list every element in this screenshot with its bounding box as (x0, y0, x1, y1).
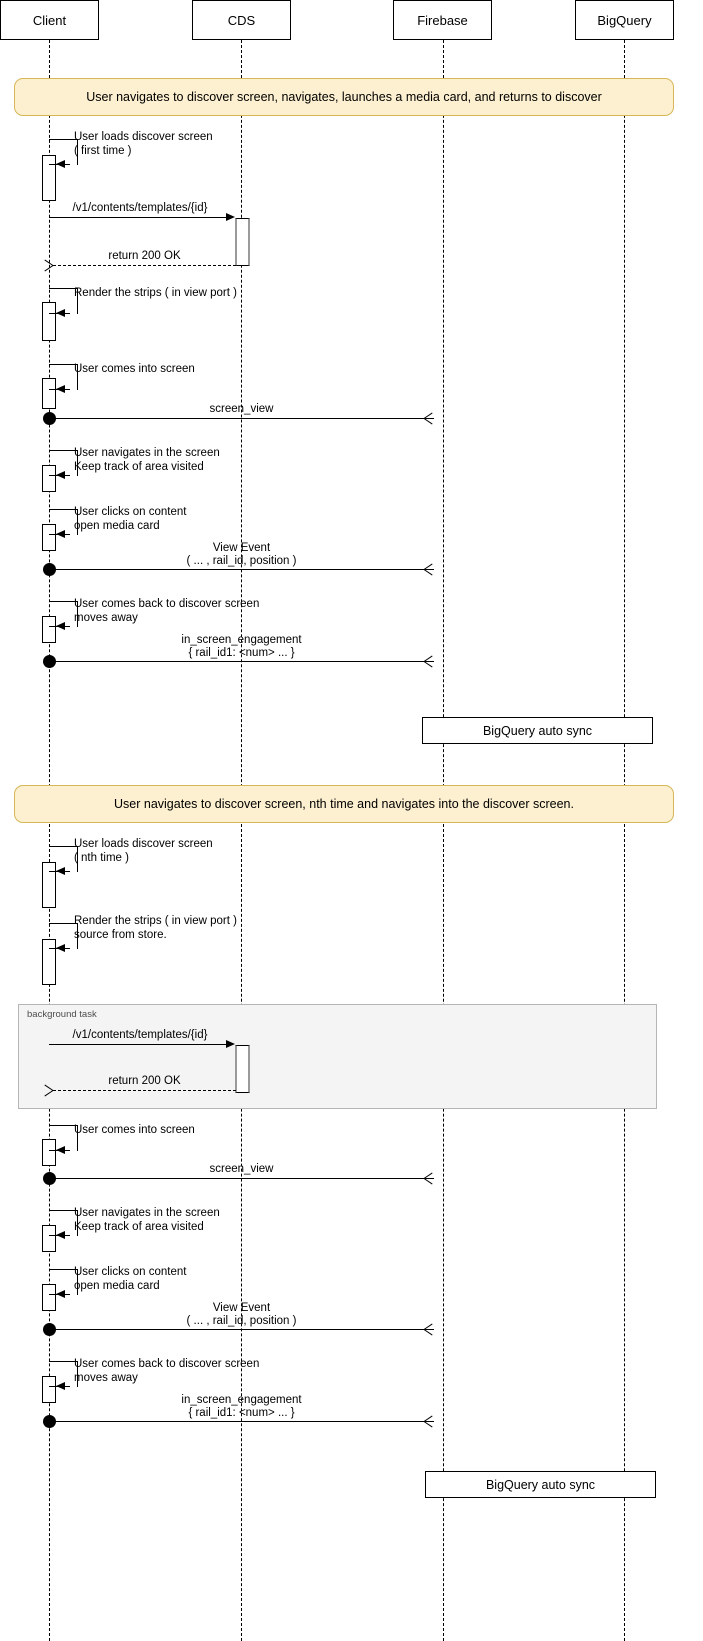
activation-client-11 (42, 1284, 56, 1311)
message-m6-label: screen_view (209, 403, 274, 415)
activation-client-3 (42, 378, 56, 409)
message-m21-label-line-1: in_screen_engagement (181, 1394, 302, 1406)
message-m2-arrowhead (226, 213, 235, 221)
participant-cds[interactable]: CDS (192, 0, 291, 40)
self-message-m7: User navigates in the screen Keep track … (49, 447, 220, 480)
self-message-m8-line-1: User clicks on content (74, 506, 187, 518)
self-message-m16: User comes into screen (49, 1124, 195, 1155)
participant-client[interactable]: Client (0, 0, 99, 40)
self-message-m8-line-2: open media card (74, 520, 160, 532)
self-message-m19-line-1: User clicks on content (74, 1266, 187, 1278)
self-message-m18-line-2: Keep track of area visited (74, 1221, 204, 1233)
note-scenario-1: User navigates to discover screen, navig… (14, 78, 674, 116)
self-message-m16-line-1: User comes into screen (74, 1124, 195, 1136)
message-m14-label: /v1/contents/templates/{id} (72, 1029, 208, 1041)
participant-bigquery[interactable]: BigQuery (575, 0, 674, 40)
message-m9-line (49, 569, 434, 570)
activation-client-6 (42, 616, 56, 643)
self-message-m1-line-2: ( first time ) (74, 145, 132, 157)
self-message-m18-line-1: User navigates in the screen (74, 1207, 220, 1219)
lifeline-bigquery (624, 40, 625, 1641)
self-message-m19-line-2: open media card (74, 1280, 160, 1292)
self-message-m12-line-2: ( nth time ) (74, 852, 129, 864)
note-scenario-2: User navigates to discover screen, nth t… (14, 785, 674, 823)
message-m14-line (49, 1044, 231, 1045)
bigquery-auto-sync-note-1: BigQuery auto sync (422, 717, 653, 744)
self-message-m5-line-1: User comes into screen (74, 363, 195, 375)
message-m9-label-line-2: ( ... , rail_id, position ) (186, 555, 297, 567)
activation-cds-2 (235, 1045, 250, 1093)
message-m21-label-line-2: { rail_id1: <num> ... } (188, 1407, 295, 1419)
message-m9-origin-dot (43, 563, 56, 576)
activation-client-4 (42, 465, 56, 492)
self-message-m13-line-2: source from store. (74, 929, 167, 941)
self-message-m10: User comes back to discover screen moves… (49, 598, 259, 631)
self-message-m20-line-2: moves away (74, 1372, 138, 1384)
lifeline-client (49, 40, 50, 1641)
participant-firebase[interactable]: Firebase (393, 0, 492, 40)
message-m11-line (49, 661, 434, 662)
self-message-m12: User loads discover screen ( nth time ) (49, 838, 213, 876)
message-m6-origin-dot (43, 412, 56, 425)
self-message-m5: User comes into screen (49, 363, 195, 394)
self-message-m1-line-1: User loads discover screen (74, 131, 213, 143)
fragment-background-task (18, 1004, 657, 1109)
message-m2-label: /v1/contents/templates/{id} (72, 202, 208, 214)
activation-client-1 (42, 155, 56, 201)
message-m9-label-line-1: View Event (212, 542, 271, 554)
message-m22-line (49, 1329, 434, 1330)
message-m17-label: screen_view (209, 1163, 274, 1175)
self-message-m20-line-1: User comes back to discover screen (74, 1358, 260, 1370)
self-message-m8: User clicks on content open media card (49, 506, 187, 539)
self-message-m20: User comes back to discover screen moves… (49, 1358, 259, 1391)
message-m6-line (49, 418, 434, 419)
activation-client-2 (42, 302, 56, 341)
activation-client-9 (42, 1139, 56, 1166)
message-m15-line (53, 1090, 236, 1091)
self-message-m10-line-2: moves away (74, 612, 138, 624)
activation-cds-1 (235, 218, 250, 266)
self-message-m12-line-1: User loads discover screen (74, 838, 213, 850)
activation-client-10 (42, 1225, 56, 1252)
message-m17-origin-dot (43, 1172, 56, 1185)
message-m11-label-line-2: { rail_id1: <num> ... } (188, 647, 295, 659)
self-message-m13: Render the strips ( in view port ) sourc… (49, 915, 237, 953)
fragment-background-task-label: background task (27, 1009, 97, 1020)
message-m15-label: return 200 OK (108, 1075, 181, 1087)
message-m3-label: return 200 OK (108, 250, 181, 262)
self-message-m10-line-1: User comes back to discover screen (74, 598, 260, 610)
self-message-m18: User navigates in the screen Keep track … (49, 1207, 220, 1240)
lifeline-cds (241, 40, 242, 1641)
message-m21-line (49, 1421, 434, 1422)
message-m2-line (49, 217, 231, 218)
activation-client-5 (42, 524, 56, 551)
self-message-m7-line-2: Keep track of area visited (74, 461, 204, 473)
message-m11-origin-dot (43, 655, 56, 668)
activation-client-8 (42, 939, 56, 985)
self-message-m4-line-1: Render the strips ( in view port ) (74, 287, 237, 299)
self-message-m1: User loads discover screen ( first time … (49, 131, 213, 169)
message-m11-label-line-1: in_screen_engagement (181, 634, 302, 646)
self-message-m19: User clicks on content open media card (49, 1266, 187, 1299)
message-m21-origin-dot (43, 1415, 56, 1428)
message-m22-label-line-1: View Event (212, 1302, 271, 1314)
message-m14-arrowhead (226, 1040, 235, 1048)
message-m22-origin-dot (43, 1323, 56, 1336)
message-m17-line (49, 1178, 434, 1179)
message-m3-line (53, 265, 236, 266)
activation-client-12 (42, 1376, 56, 1403)
message-m22-label-line-2: ( ... , rail_id, position ) (186, 1315, 297, 1327)
self-message-m4: Render the strips ( in view port ) (49, 287, 237, 318)
self-message-m7-line-1: User navigates in the screen (74, 447, 220, 459)
bigquery-auto-sync-note-2: BigQuery auto sync (425, 1471, 656, 1498)
self-message-m13-line-1: Render the strips ( in view port ) (74, 915, 237, 927)
lifeline-firebase (443, 40, 444, 1641)
activation-client-7 (42, 862, 56, 908)
